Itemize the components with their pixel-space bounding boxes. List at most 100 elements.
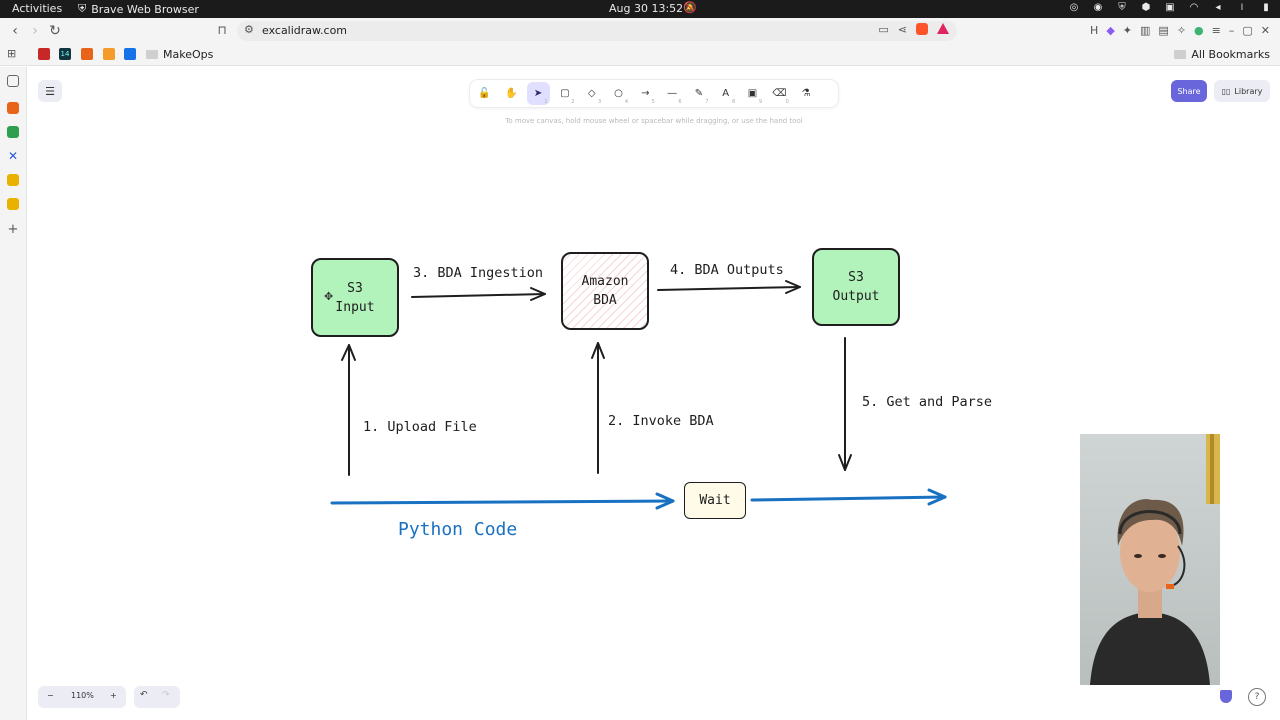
label-bda-outputs[interactable]: 4. BDA Outputs — [670, 262, 784, 278]
rectangle-tool[interactable]: ▢2 — [553, 82, 576, 105]
label-upload-file[interactable]: 1. Upload File — [363, 419, 477, 435]
sidebar-stack2-icon[interactable] — [7, 198, 19, 210]
help-button[interactable]: ? — [1248, 688, 1266, 706]
bookmark-h-icon[interactable] — [81, 48, 93, 60]
sidebar-add-icon[interactable]: + — [7, 222, 19, 237]
arrow-tool[interactable]: →5 — [634, 82, 657, 105]
address-bar-actions: ▭ ⋖ — [878, 23, 949, 36]
sidebar-panel-icon[interactable] — [7, 75, 19, 87]
system-tray[interactable]: ◎ ◉ ⛨ ⬢ ▣ ◠ ◂ ⏽ ▮ — [1068, 2, 1272, 14]
tray-shield-icon[interactable]: ⛨ — [1118, 2, 1126, 13]
tray-security-icon[interactable]: ⬢ — [1141, 2, 1151, 13]
extensions-icon[interactable]: ✦ — [1122, 24, 1133, 37]
node-amazon-bda[interactable]: Amazon BDA — [561, 252, 649, 330]
browser-sidebar: ✕ + — [0, 67, 27, 720]
draw-tool-icon: ✎ — [694, 88, 704, 99]
bookmark-orange-icon[interactable] — [103, 48, 115, 60]
mic-icon[interactable]: ⏽ — [1238, 2, 1246, 13]
share-icon[interactable]: ⋖ — [897, 23, 907, 36]
zoom-in-button[interactable]: + — [110, 691, 117, 700]
lock-tool-icon: 🔓 — [478, 88, 491, 99]
extension-leo-icon[interactable]: ◆ — [1106, 24, 1115, 37]
tray-screen-icon[interactable]: ▣ — [1165, 2, 1175, 13]
lock-tool[interactable]: 🔓 — [473, 82, 496, 105]
rectangle-tool-icon: ▢ — [560, 88, 570, 99]
image-tool[interactable]: ▣9 — [741, 82, 764, 105]
volume-icon[interactable]: ◂ — [1215, 2, 1221, 13]
sidebar-toggle-icon[interactable]: ▥ — [1140, 24, 1151, 37]
sidebar-tools-icon[interactable]: ✕ — [7, 149, 19, 163]
image-tool-shortcut: 9 — [758, 99, 762, 105]
bookmarks-bar: ⊞ 14 MakeOps All Bookmarks — [0, 44, 1280, 66]
redo-icon[interactable]: ↷ — [162, 690, 170, 700]
url-text[interactable]: excalidraw.com — [262, 24, 348, 37]
leo-ai-icon[interactable]: ✧ — [1176, 24, 1187, 37]
node-wait[interactable]: Wait — [684, 482, 746, 519]
browser-menu-icon[interactable]: ≡ — [1211, 24, 1221, 37]
tray-chat-icon[interactable]: ◉ — [1093, 2, 1103, 13]
diamond-tool[interactable]: ◇3 — [580, 82, 603, 105]
line-tool-icon: — — [667, 88, 678, 99]
brave-rewards-icon[interactable] — [937, 23, 949, 34]
forward-icon[interactable]: › — [32, 23, 38, 39]
share-button[interactable]: Share — [1171, 80, 1207, 102]
bookmark-icon[interactable]: ⊓ — [217, 23, 227, 37]
sidebar-app-icon[interactable] — [7, 102, 19, 114]
main-menu-button[interactable]: ☰ — [38, 80, 62, 102]
tray-app-icon[interactable]: ◎ — [1069, 2, 1079, 13]
library-button[interactable]: ▯▯ Library — [1214, 80, 1270, 102]
battery-icon[interactable]: ▮ — [1263, 2, 1269, 13]
more-tools[interactable]: ⚗ — [795, 82, 818, 105]
wifi-icon[interactable]: ◠ — [1189, 2, 1199, 13]
bookmark-app-icon[interactable] — [38, 48, 50, 60]
line-tool[interactable]: —6 — [661, 82, 684, 105]
ellipse-tool[interactable]: ○4 — [607, 82, 630, 105]
cast-icon[interactable]: ▭ — [878, 23, 889, 36]
move-cursor-icon: ✥ — [324, 290, 334, 303]
reload-icon[interactable]: ↻ — [49, 23, 61, 39]
undo-redo-controls: ↶ ↷ — [134, 686, 180, 708]
library-label: Library — [1234, 86, 1263, 96]
back-icon[interactable]: ‹ — [12, 23, 18, 39]
apps-grid-icon[interactable]: ⊞ — [7, 47, 17, 60]
maximize-icon[interactable]: ▢ — [1242, 24, 1253, 37]
label-bda-ingestion[interactable]: 3. BDA Ingestion — [413, 265, 544, 281]
app-menu[interactable]: ⛨ Brave Web Browser — [78, 2, 199, 16]
label-get-and-parse[interactable]: 5. Get and Parse — [862, 394, 993, 410]
brave-shields-icon[interactable] — [916, 23, 928, 35]
site-settings-icon[interactable]: ⚙ — [244, 23, 254, 36]
zoom-level[interactable]: 110% — [71, 691, 94, 700]
profile-icon[interactable]: ● — [1194, 24, 1204, 37]
excalidraw-canvas[interactable] — [28, 67, 1280, 720]
bookmark-folder-makeops[interactable]: MakeOps — [146, 48, 213, 61]
sidebar-sheets-icon[interactable] — [7, 126, 19, 138]
selection-tool[interactable]: ➤1 — [526, 82, 550, 105]
image-tool-icon: ▣ — [747, 88, 758, 99]
zoom-out-button[interactable]: − — [47, 691, 54, 700]
activities-button[interactable]: Activities — [12, 2, 63, 15]
brave-shield-badge-icon[interactable] — [1220, 690, 1232, 703]
wallet-icon[interactable]: ▤ — [1158, 24, 1169, 37]
label-python-code[interactable]: Python Code — [398, 519, 518, 540]
clock[interactable]: Aug 30 13:52 — [609, 2, 684, 15]
eraser-tool[interactable]: ⌫0 — [768, 82, 791, 105]
sidebar-stack-icon[interactable] — [7, 174, 19, 186]
undo-icon[interactable]: ↶ — [140, 690, 148, 700]
bookmark-14-icon[interactable]: 14 — [59, 48, 71, 60]
hand-tool[interactable]: ✋ — [500, 82, 523, 105]
webcam-overlay — [1080, 434, 1220, 685]
address-bar[interactable]: ⚙ excalidraw.com ▭ ⋖ — [237, 21, 957, 41]
node-s3-output[interactable]: S3 Output — [812, 248, 900, 326]
bookmark-blue-icon[interactable] — [124, 48, 136, 60]
all-bookmarks[interactable]: All Bookmarks — [1174, 48, 1270, 61]
label-invoke-bda[interactable]: 2. Invoke BDA — [608, 413, 714, 429]
hand-tool-icon: ✋ — [505, 88, 518, 99]
minimize-icon[interactable]: – — [1228, 24, 1235, 37]
notification-mute-icon: 🔕 — [683, 1, 697, 14]
extension-h-icon[interactable]: H — [1090, 24, 1099, 37]
close-icon[interactable]: ✕ — [1260, 24, 1270, 37]
draw-tool[interactable]: ✎7 — [687, 82, 710, 105]
hamburger-icon: ☰ — [45, 84, 55, 98]
node-s3-input[interactable]: S3 Input — [311, 258, 399, 337]
